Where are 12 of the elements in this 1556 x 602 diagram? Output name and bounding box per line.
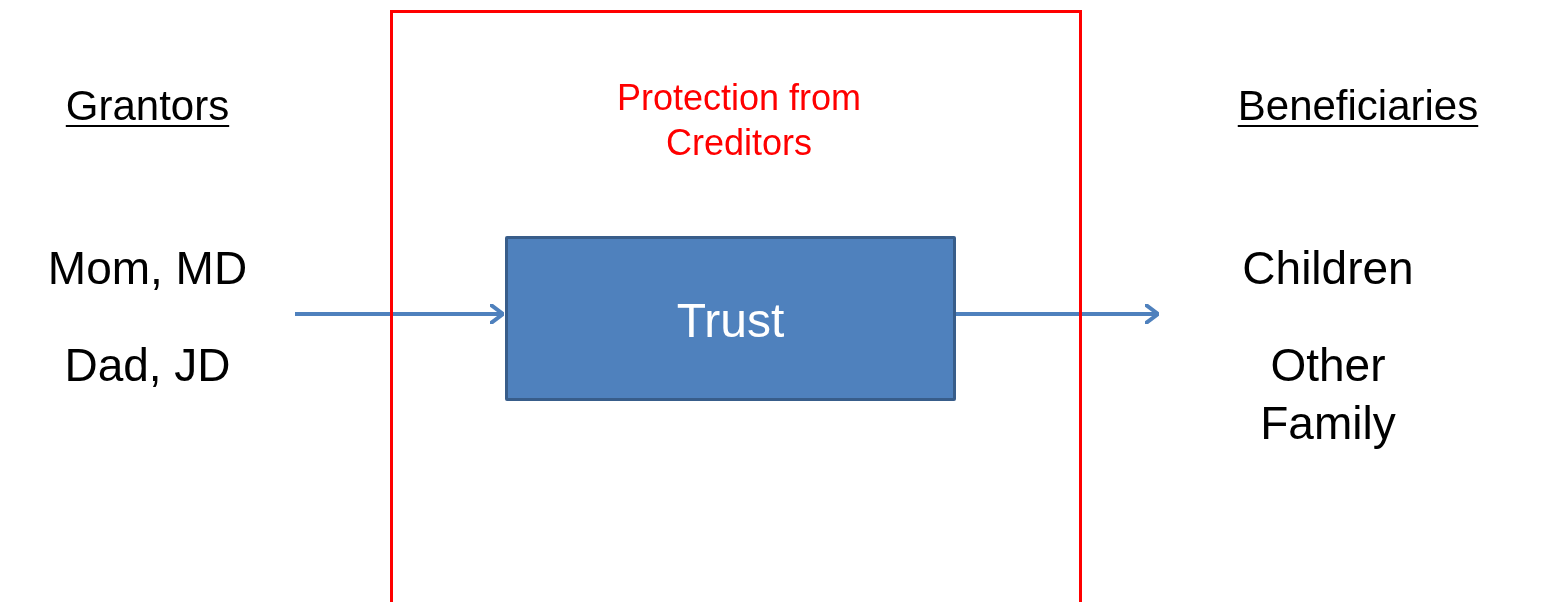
name-text: Dad, JD (63, 338, 232, 393)
arrow (956, 303, 1160, 325)
heading: Beneficiaries (1236, 81, 1480, 131)
arrow (295, 303, 505, 325)
name-text: Other Family (1259, 338, 1397, 451)
trust-box (505, 236, 956, 401)
name-text: Children (1241, 241, 1415, 296)
protection-frame (390, 10, 1082, 602)
frame-heading: Protection from Creditors (615, 76, 863, 165)
heading: Grantors (64, 81, 231, 131)
name-text: Mom, MD (46, 241, 249, 296)
box-label: Trust (675, 293, 786, 349)
